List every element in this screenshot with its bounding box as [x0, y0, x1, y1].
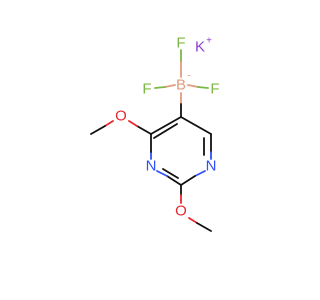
- bond-b-f-left-b-half: [164, 84, 176, 88]
- bond-c5-c6: [180, 116, 212, 135]
- oxygen-upper-label: O: [115, 108, 127, 125]
- bond-o-upper-ch3-c-half: [90, 125, 106, 135]
- potassium-charge: +: [206, 36, 212, 47]
- boron-label: B: [176, 77, 186, 94]
- bond-c5-c4-inner: [153, 123, 178, 139]
- potassium-label: K: [195, 39, 205, 56]
- bond-c4-o-upper-c-half: [136, 125, 152, 135]
- bond-b-f-left-f-half: [154, 86, 166, 89]
- bond-b-f-right-f-half: [197, 86, 209, 89]
- fluorine-left-label: F: [142, 81, 151, 98]
- bond-o-upper-ch3-o-half: [104, 120, 114, 127]
- nitrogen-left-label: N: [146, 158, 157, 175]
- bond-n1-c2-n-half: [194, 170, 206, 177]
- boron-charge: -: [187, 71, 190, 82]
- bonds: [90, 49, 212, 232]
- bond-c4-o-upper-o-half: [128, 120, 138, 127]
- bond-c2-n3-c-half: [166, 175, 182, 186]
- oxygen-lower-label: O: [175, 203, 187, 220]
- bond-n1-c2-c-half: [180, 175, 196, 186]
- fluorine-top-label: F: [176, 35, 185, 52]
- bond-o-lower-ch3-c-half: [196, 222, 212, 232]
- bond-o-lower-ch3-o-half: [188, 217, 198, 224]
- nitrogen-right-label: N: [206, 158, 217, 175]
- molecule-structure-diagram: K + F F F B - O O N N: [90, 35, 220, 232]
- bond-b-f-right-b-half: [187, 84, 199, 88]
- bond-c2-n3-n-half: [156, 170, 168, 177]
- atom-labels: K + F F F B - O O N N: [115, 35, 219, 220]
- fluorine-right-label: F: [210, 81, 219, 98]
- bond-c2-n3-inner: [162, 168, 179, 179]
- bond-c5-c4: [150, 116, 182, 135]
- molecule-drawing: K + F F F B - O O N N: [90, 35, 220, 232]
